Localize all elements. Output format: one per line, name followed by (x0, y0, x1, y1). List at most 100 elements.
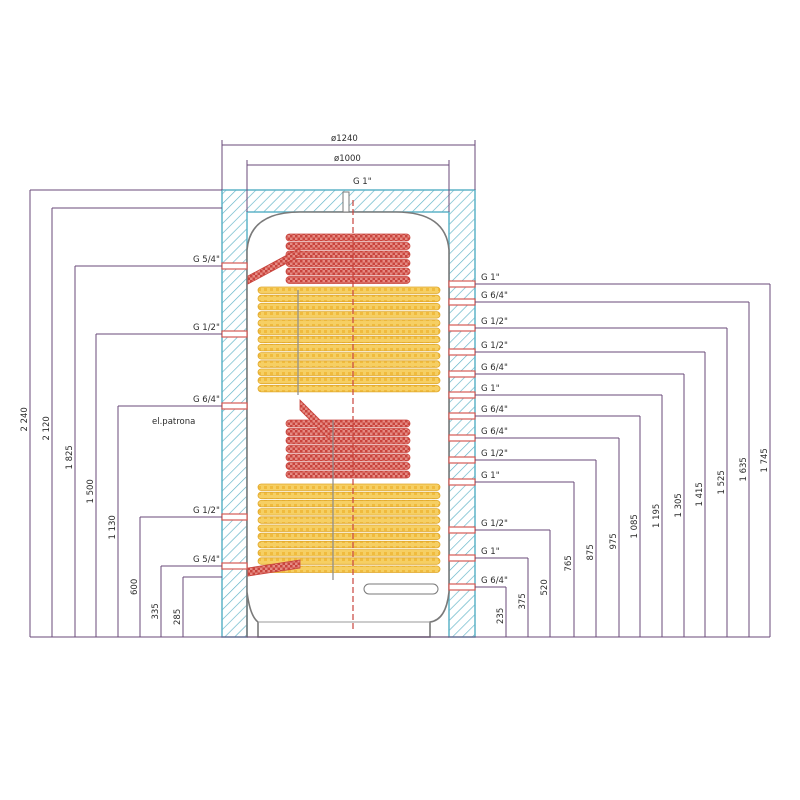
right-port-connector (448, 324, 476, 332)
left-height-label: 600 (130, 579, 140, 595)
coil-turn (257, 524, 441, 532)
top-dimensions: ø1240 ø1000 (221, 134, 476, 212)
right-port-connector (448, 526, 476, 534)
left-port-label: G 5/4" (193, 555, 220, 565)
right-port-connector (448, 391, 476, 399)
internal-pipes (297, 200, 354, 630)
right-port-label: G 1/2" (481, 449, 508, 459)
coil-turn (257, 311, 441, 319)
left-height-label: 285 (173, 609, 183, 625)
coil-turn (257, 368, 441, 376)
coil-turn (257, 352, 441, 360)
right-height-label: 1 525 (717, 470, 727, 494)
coil-turn (285, 242, 411, 250)
coil-turn (285, 233, 411, 242)
coil-turn (257, 516, 441, 524)
right-port-connector (448, 280, 476, 288)
right-height-label: 375 (518, 593, 528, 609)
right-port-label: G 1" (481, 273, 500, 283)
coil-turn (257, 335, 441, 344)
right-height-label: 1 415 (695, 482, 705, 506)
coil-turn (257, 557, 441, 565)
coil-turn (257, 508, 441, 516)
right-height-label: 235 (496, 608, 506, 624)
coil-turn (285, 462, 411, 470)
right-port-connector (448, 478, 476, 486)
coil-turn (257, 294, 441, 303)
coil-turn (257, 483, 441, 491)
coil-turn (257, 499, 441, 508)
left-port-label: G 5/4" (193, 255, 220, 265)
right-port-connector (448, 583, 476, 591)
left-height-label: 1 130 (108, 515, 118, 539)
right-port-connector (448, 554, 476, 562)
right-port-label: G 6/4" (481, 363, 508, 373)
heater-note: el.patrona (152, 417, 195, 427)
right-port-label: G 1" (481, 384, 500, 394)
inner-diameter-label: ø1000 (334, 154, 361, 164)
left-port-label: G 1/2" (193, 323, 220, 333)
right-port-label: G 1" (481, 471, 500, 481)
right-height-label: 1 085 (630, 514, 640, 538)
left-port-connector (221, 330, 248, 338)
right-height-label: 1 305 (674, 493, 684, 517)
upper-solar-coil (257, 286, 441, 393)
right-port-connector (448, 370, 476, 378)
right-port-label: G 1/2" (481, 519, 508, 529)
left-height-label: 1 825 (65, 445, 75, 469)
right-port-connector (448, 456, 476, 464)
right-port-label: G 1/2" (481, 317, 508, 327)
right-port-label: G 6/4" (481, 405, 508, 415)
coil-turn (285, 267, 411, 276)
right-port-connector (448, 348, 476, 356)
right-height-label: 520 (540, 579, 550, 595)
upper-heat-exchanger-coil (247, 233, 411, 285)
coil-turn (257, 549, 441, 557)
electric-heater-sleeve (363, 583, 439, 595)
coil-turn (257, 286, 441, 294)
left-port-connector (221, 562, 248, 570)
right-height-label: 1 635 (739, 457, 749, 481)
coil-turn (285, 419, 411, 428)
right-port-connector (448, 434, 476, 442)
coil-turn (285, 436, 411, 445)
left-height-label: 2 120 (42, 416, 52, 440)
left-height-label: 1 500 (86, 479, 96, 503)
coil-turn (257, 319, 441, 327)
coil-turn (257, 327, 441, 335)
coil-turn (257, 360, 441, 368)
coil-turn (257, 343, 441, 352)
right-port-connector (448, 298, 476, 306)
right-height-label: 1 195 (652, 504, 662, 528)
right-port-label: G 1/2" (481, 341, 508, 351)
coil-turn (285, 250, 411, 259)
coil-turn (285, 259, 411, 267)
right-height-label: 765 (564, 555, 574, 571)
right-port-label: G 6/4" (481, 576, 508, 586)
left-height-label: 335 (151, 603, 161, 619)
top-port-label: G 1" (353, 177, 372, 187)
lower-solar-coil (247, 483, 441, 577)
left-port-label: G 1/2" (193, 506, 220, 516)
coil-turn (285, 470, 411, 479)
outer-diameter-label: ø1240 (331, 134, 358, 144)
left-port-connector (221, 402, 248, 410)
coil-turn (257, 491, 441, 500)
left-port-connector (221, 513, 248, 521)
coil-turn (285, 453, 411, 462)
middle-heat-exchanger-coil (285, 399, 411, 479)
coil-turn (285, 276, 411, 284)
right-port-label: G 1" (481, 547, 500, 557)
coil-turn (257, 384, 441, 393)
top-port: G 1" (342, 177, 372, 213)
left-height-label: 2 240 (20, 407, 30, 431)
coil-turn (257, 302, 441, 311)
right-port-label: G 6/4" (481, 291, 508, 301)
coil-turn (285, 428, 411, 436)
right-port-connector (448, 412, 476, 420)
left-port-connector (221, 262, 248, 270)
coil-turn (285, 445, 411, 453)
coil-turn (257, 541, 441, 549)
